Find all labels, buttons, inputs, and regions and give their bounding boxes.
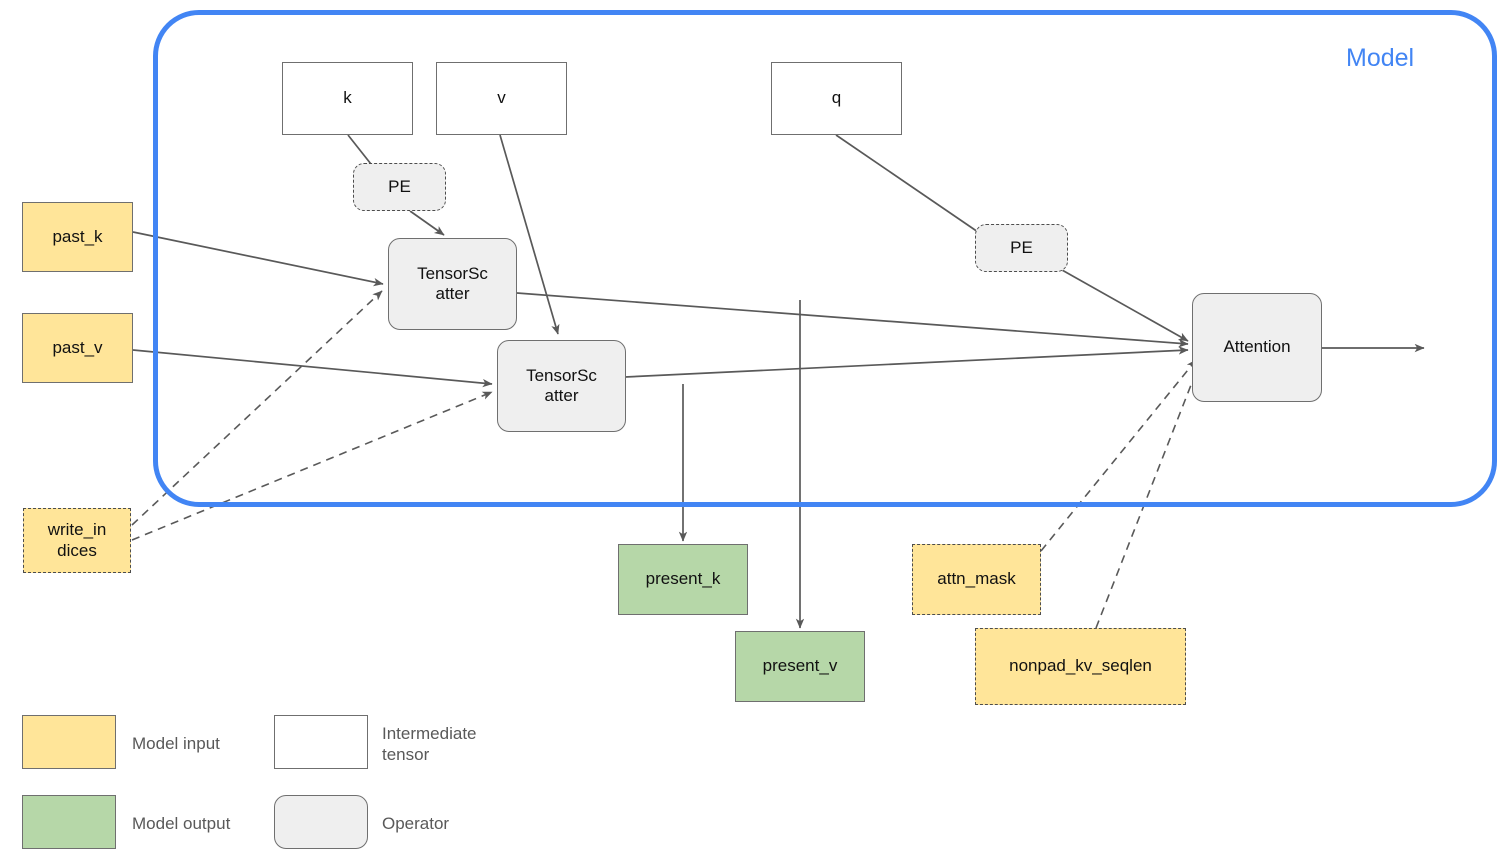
node-past-v[interactable]: past_v <box>22 313 133 383</box>
legend-swatch-intermediate-tensor <box>274 715 368 769</box>
model-group-label: Model <box>1346 44 1415 72</box>
legend-swatch-model-output <box>22 795 116 849</box>
node-past-k[interactable]: past_k <box>22 202 133 272</box>
legend: Model input Intermediate tensor Model ou… <box>22 706 542 856</box>
node-present-k[interactable]: present_k <box>618 544 748 615</box>
node-attention[interactable]: Attention <box>1192 293 1322 402</box>
node-attn-mask[interactable]: attn_mask <box>912 544 1041 615</box>
legend-label-model-input: Model input <box>132 734 220 753</box>
node-tensorscatter-k[interactable]: TensorSc atter <box>388 238 517 330</box>
node-v[interactable]: v <box>436 62 567 135</box>
legend-label-intermediate-tensor: Intermediate tensor <box>382 724 477 765</box>
node-present-v[interactable]: present_v <box>735 631 865 702</box>
legend-swatch-model-input <box>22 715 116 769</box>
node-k[interactable]: k <box>282 62 413 135</box>
node-write-indices[interactable]: write_in dices <box>23 508 131 573</box>
node-pe-k[interactable]: PE <box>353 163 446 211</box>
legend-label-model-output: Model output <box>132 814 231 833</box>
node-q[interactable]: q <box>771 62 902 135</box>
node-nonpad-kv-seqlen[interactable]: nonpad_kv_seqlen <box>975 628 1186 705</box>
node-pe-q[interactable]: PE <box>975 224 1068 272</box>
legend-label-operator: Operator <box>382 814 450 833</box>
node-tensorscatter-v[interactable]: TensorSc atter <box>497 340 626 432</box>
legend-swatch-operator <box>274 795 368 849</box>
